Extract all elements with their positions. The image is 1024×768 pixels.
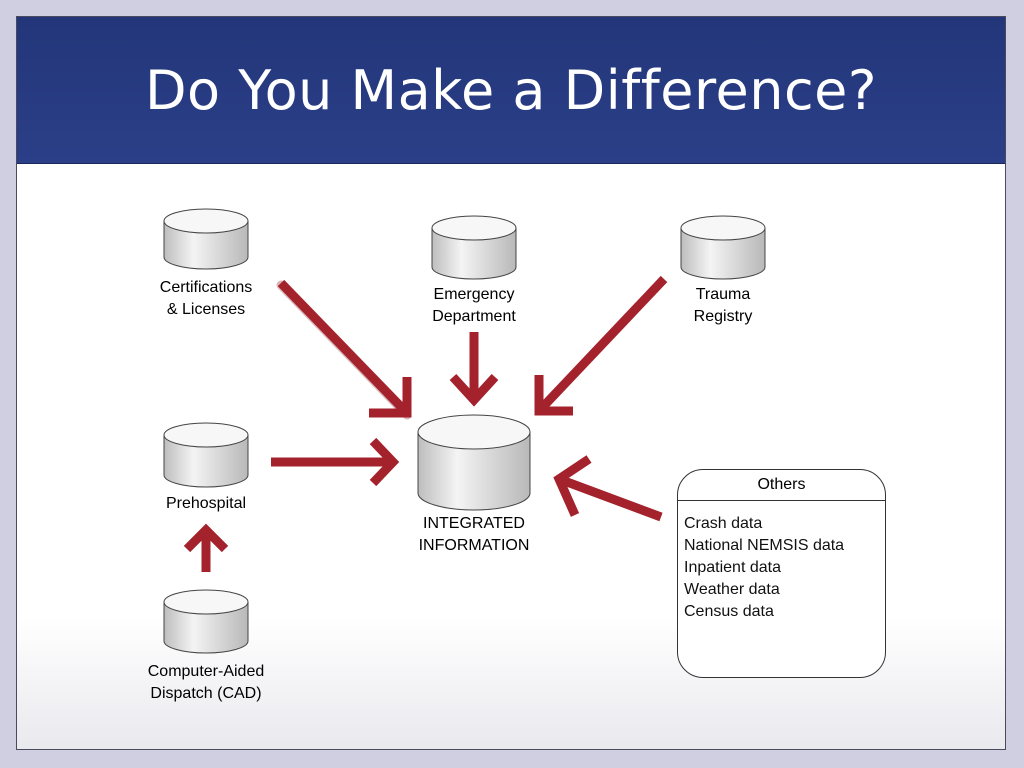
arrow-cad-to-prehospital-icon [183,523,229,572]
emergency-label: Emergency Department [432,284,516,328]
database-integrated-icon [417,414,531,511]
others-item: Census data [684,603,774,620]
arrow-certifications-to-integrated-icon [276,279,412,420]
others-box: Others Crash data National NEMSIS data I… [677,469,886,678]
integrated-label-line1: INTEGRATED [423,515,525,532]
others-list: Crash data National NEMSIS data Inpatien… [678,501,885,623]
cad-label: Computer-Aided Dispatch (CAD) [148,661,265,705]
prehospital-label: Prehospital [166,493,246,515]
trauma-label: Trauma Registry [694,284,753,328]
integrated-label: INTEGRATED INFORMATION [419,513,530,557]
others-item: National NEMSIS data [684,537,845,554]
others-item: Inpatient data [684,559,781,576]
certifications-label-line2: & Licenses [166,301,246,318]
slide: Do You Make a Difference? [16,16,1006,750]
emergency-label-line1: Emergency [433,286,515,303]
others-item: Weather data [684,581,780,598]
flow-diagram [163,208,766,654]
database-cad-icon [163,589,249,654]
database-certifications-icon [163,208,249,270]
others-heading: Others [678,470,885,501]
title-bar: Do You Make a Difference? [17,17,1005,164]
certifications-label-line1: Certifications [159,279,253,296]
arrow-trauma-to-integrated-icon [534,275,668,416]
trauma-label-line2: Registry [693,308,753,325]
arrow-emergency-to-integrated-icon [449,332,499,407]
prehospital-label-line1: Prehospital [165,495,247,512]
database-emergency-icon [431,215,517,280]
arrow-prehospital-to-integrated-icon [271,437,400,487]
database-prehospital-icon [163,422,249,488]
trauma-label-line1: Trauma [695,286,751,303]
cad-label-line1: Computer-Aided [147,663,265,680]
others-item: Crash data [684,515,763,532]
cad-label-line2: Dispatch (CAD) [150,685,262,702]
certifications-label: Certifications & Licenses [160,277,252,321]
slide-title: Do You Make a Difference? [144,59,878,122]
database-trauma-icon [680,215,766,280]
arrow-others-to-integrated-icon [553,455,663,522]
integrated-label-line2: INFORMATION [418,537,530,554]
emergency-label-line2: Department [432,308,516,325]
